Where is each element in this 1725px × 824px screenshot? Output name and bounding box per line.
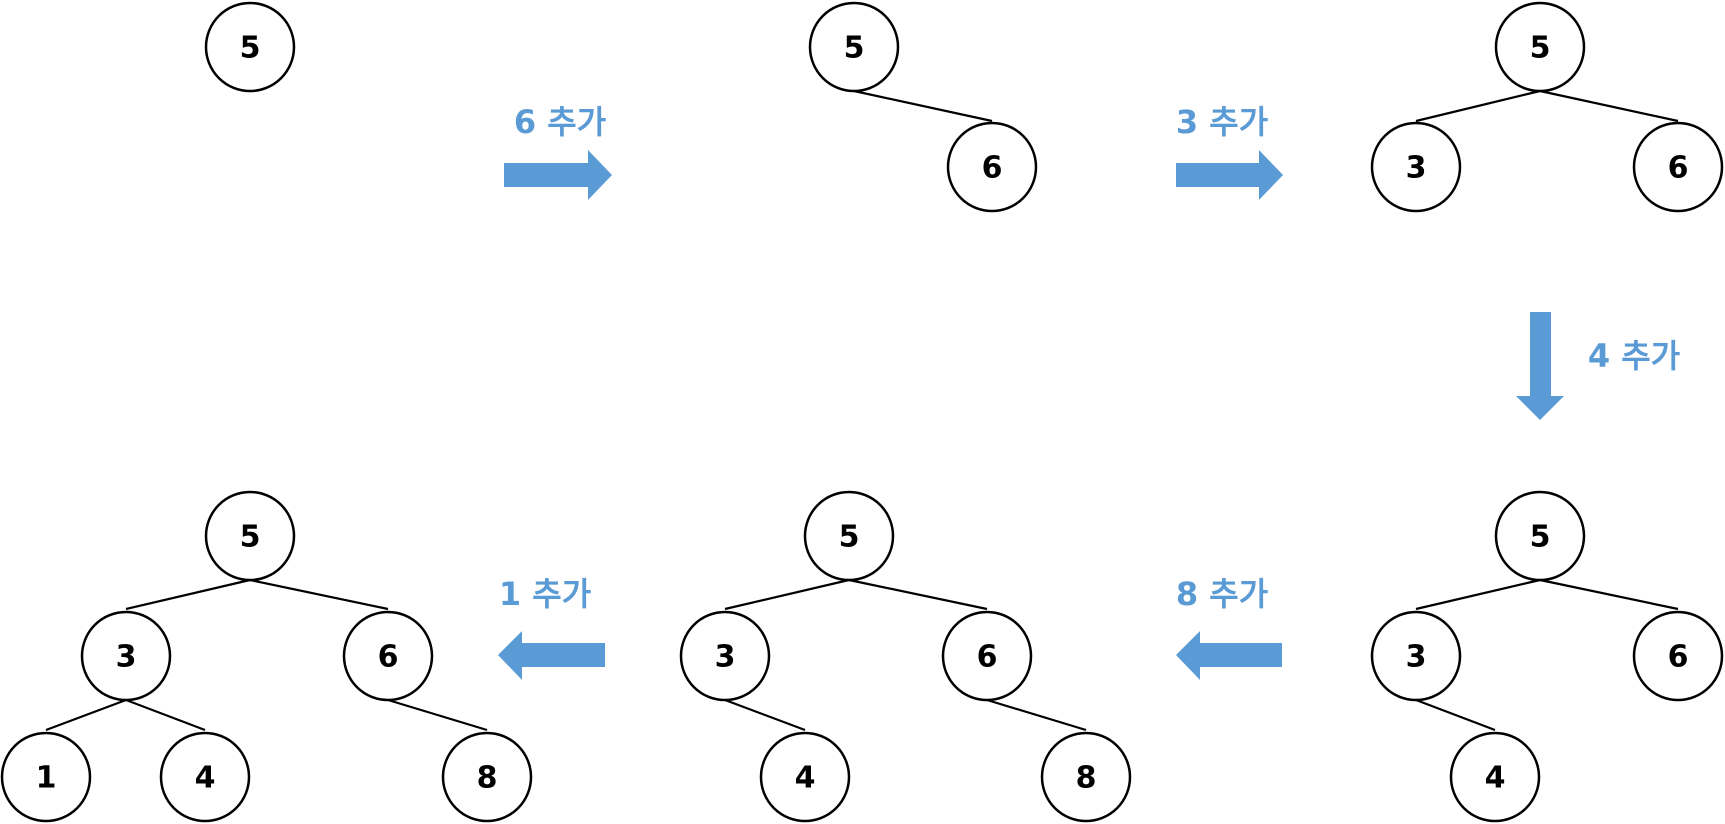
- svg-text:6: 6: [1668, 640, 1689, 675]
- tree-node: 6: [342, 610, 434, 702]
- tree-4: 5 3 6 4: [1370, 490, 1724, 823]
- svg-text:4: 4: [195, 761, 216, 796]
- svg-text:3: 3: [1406, 640, 1427, 675]
- tree-1: 5: [204, 1, 296, 93]
- svg-text:6: 6: [1668, 151, 1689, 186]
- svg-text:5: 5: [839, 520, 860, 555]
- svg-text:1: 1: [36, 761, 57, 796]
- tree-node: 6: [1632, 610, 1724, 702]
- tree-node: 3: [80, 610, 172, 702]
- svg-text:6: 6: [977, 640, 998, 675]
- step-label-3: 4 추가: [1588, 337, 1680, 375]
- svg-text:3: 3: [715, 640, 736, 675]
- step-arrow-1: 6 추가: [504, 103, 612, 200]
- step-label-4: 8 추가: [1176, 575, 1268, 613]
- tree-edge: [724, 578, 850, 611]
- step-arrow-5: 1 추가: [498, 575, 605, 680]
- tree-edge: [125, 698, 206, 732]
- svg-text:3: 3: [1406, 151, 1427, 186]
- tree-node: 3: [679, 610, 771, 702]
- tree-2: 5 6: [808, 1, 1038, 213]
- svg-text:5: 5: [1530, 520, 1551, 555]
- tree-5: 5 3 6 4 8: [679, 490, 1132, 823]
- tree-edge: [986, 698, 1087, 732]
- svg-text:4: 4: [795, 761, 816, 796]
- step-arrow-4: 8 추가: [1176, 575, 1282, 680]
- step-label-1: 6 추가: [514, 103, 606, 141]
- tree-edge: [45, 698, 127, 732]
- tree-edge: [387, 698, 488, 732]
- tree-edge: [848, 578, 988, 611]
- svg-text:5: 5: [240, 31, 261, 66]
- tree-node: 6: [941, 610, 1033, 702]
- tree-node: 4: [759, 731, 851, 823]
- tree-node: 5: [204, 490, 296, 582]
- tree-edge: [1539, 89, 1679, 123]
- tree-6: 5 3 6 1 4 8: [0, 490, 533, 823]
- svg-text:8: 8: [477, 761, 498, 796]
- tree-node: 5: [1494, 1, 1586, 93]
- tree-3: 5 3 6: [1370, 1, 1724, 213]
- tree-node: 8: [441, 731, 533, 823]
- svg-text:3: 3: [116, 640, 137, 675]
- tree-edge: [1539, 578, 1679, 611]
- svg-text:5: 5: [844, 31, 865, 66]
- tree-edge: [249, 578, 389, 611]
- tree-node: 5: [204, 1, 296, 93]
- tree-node: 6: [1632, 121, 1724, 213]
- tree-node: 1: [0, 731, 92, 823]
- svg-text:5: 5: [1530, 31, 1551, 66]
- svg-text:6: 6: [378, 640, 399, 675]
- tree-edge: [1415, 578, 1541, 611]
- step-arrow-2: 3 추가: [1176, 103, 1283, 200]
- tree-edge: [724, 698, 806, 732]
- step-label-5: 1 추가: [499, 575, 591, 613]
- step-label-2: 3 추가: [1176, 103, 1268, 141]
- svg-text:5: 5: [240, 520, 261, 555]
- tree-edge: [853, 89, 993, 123]
- tree-edge: [125, 578, 251, 611]
- svg-text:8: 8: [1076, 761, 1097, 796]
- tree-node: 5: [808, 1, 900, 93]
- tree-node: 4: [159, 731, 251, 823]
- tree-edge: [1415, 89, 1541, 123]
- tree-node: 5: [803, 490, 895, 582]
- tree-node: 5: [1494, 490, 1586, 582]
- tree-node: 3: [1370, 121, 1462, 213]
- svg-text:6: 6: [982, 151, 1003, 186]
- tree-node: 3: [1370, 610, 1462, 702]
- step-arrow-3: 4 추가: [1516, 312, 1680, 420]
- tree-edge: [1415, 698, 1496, 732]
- tree-node: 4: [1449, 731, 1541, 823]
- tree-node: 6: [946, 121, 1038, 213]
- tree-node: 8: [1040, 731, 1132, 823]
- svg-text:4: 4: [1485, 761, 1506, 796]
